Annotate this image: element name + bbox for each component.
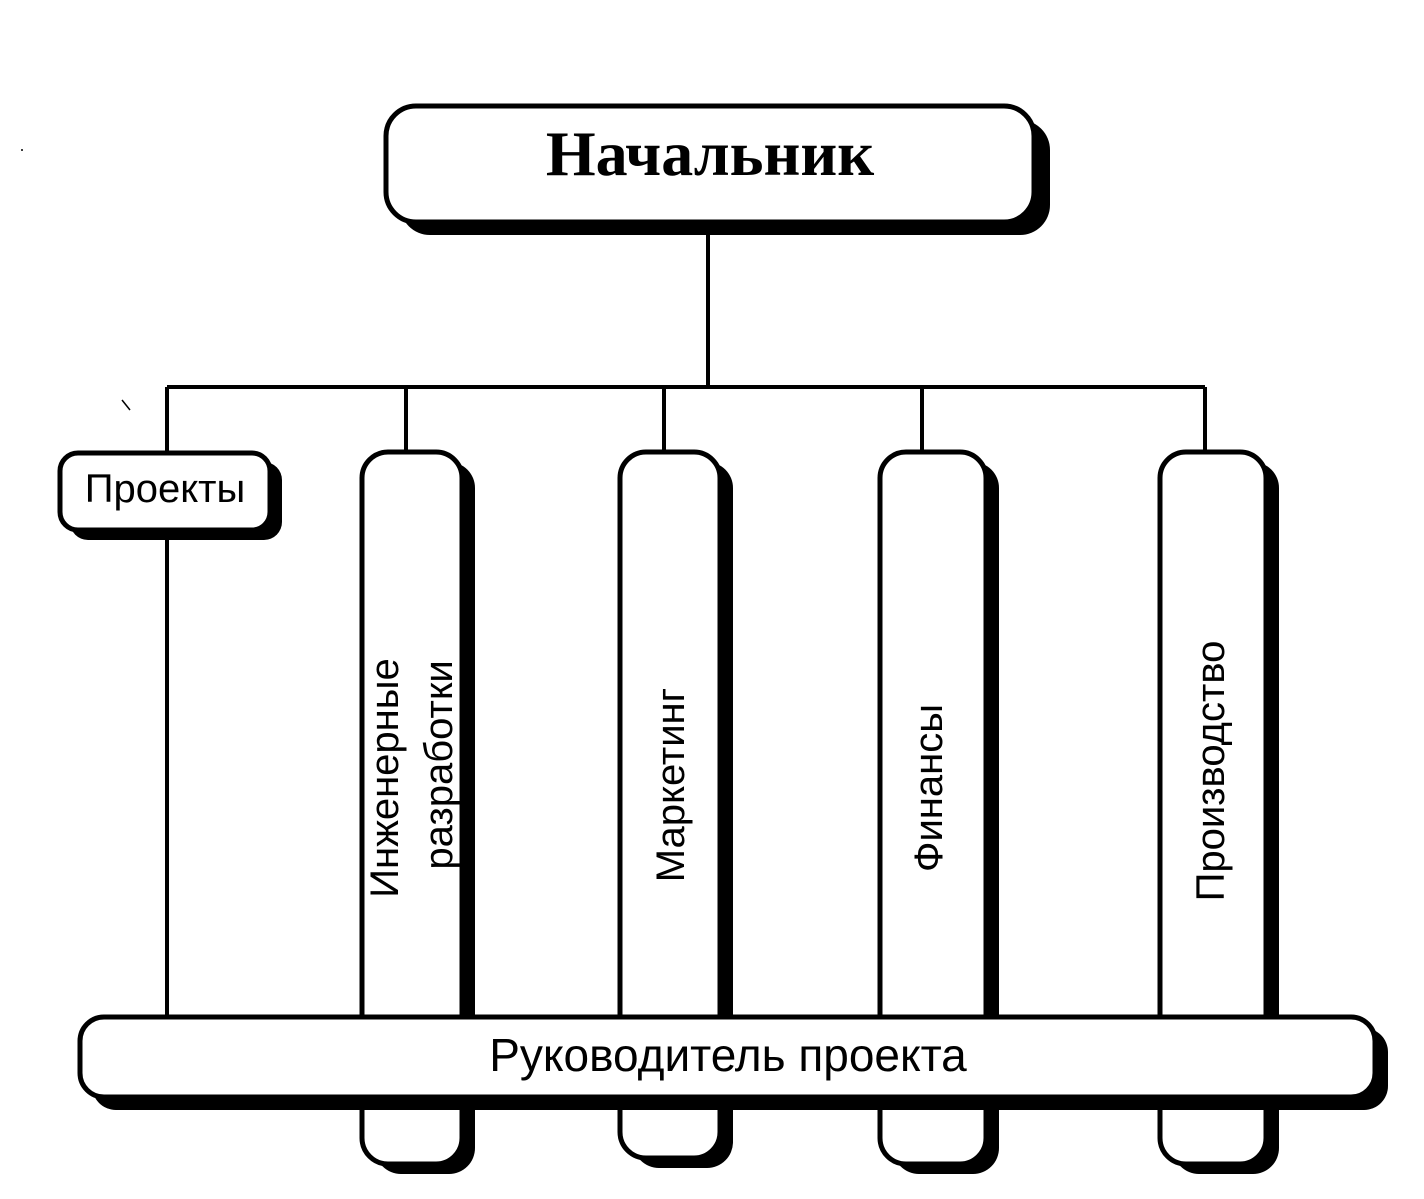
project-manager-label: Руководитель проекта: [489, 1029, 967, 1081]
projects-box: Проекты: [57, 450, 282, 540]
pillar-production: [1157, 449, 1269, 1167]
department-pillars: [359, 449, 1279, 1174]
pillar-engineering: [359, 449, 465, 1167]
projects-label: Проекты: [85, 467, 246, 511]
engineering-label-line1: Инженерные: [363, 658, 407, 898]
chief-label: Начальник: [546, 118, 874, 189]
scan-specks: [21, 149, 131, 411]
pillar-finance: [877, 449, 989, 1167]
production-label: Производство: [1189, 641, 1233, 902]
connectors: [165, 222, 1207, 1017]
department-labels: Инженерные разработки Маркетинг Финансы …: [363, 641, 1233, 902]
engineering-label-line2: разработки: [417, 660, 461, 869]
chief-box: Начальник: [383, 103, 1050, 235]
finance-label: Финансы: [907, 704, 951, 872]
project-manager-box: Руководитель проекта: [77, 1014, 1388, 1110]
marketing-label: Маркетинг: [649, 688, 693, 882]
pillar-marketing: [617, 449, 723, 1161]
